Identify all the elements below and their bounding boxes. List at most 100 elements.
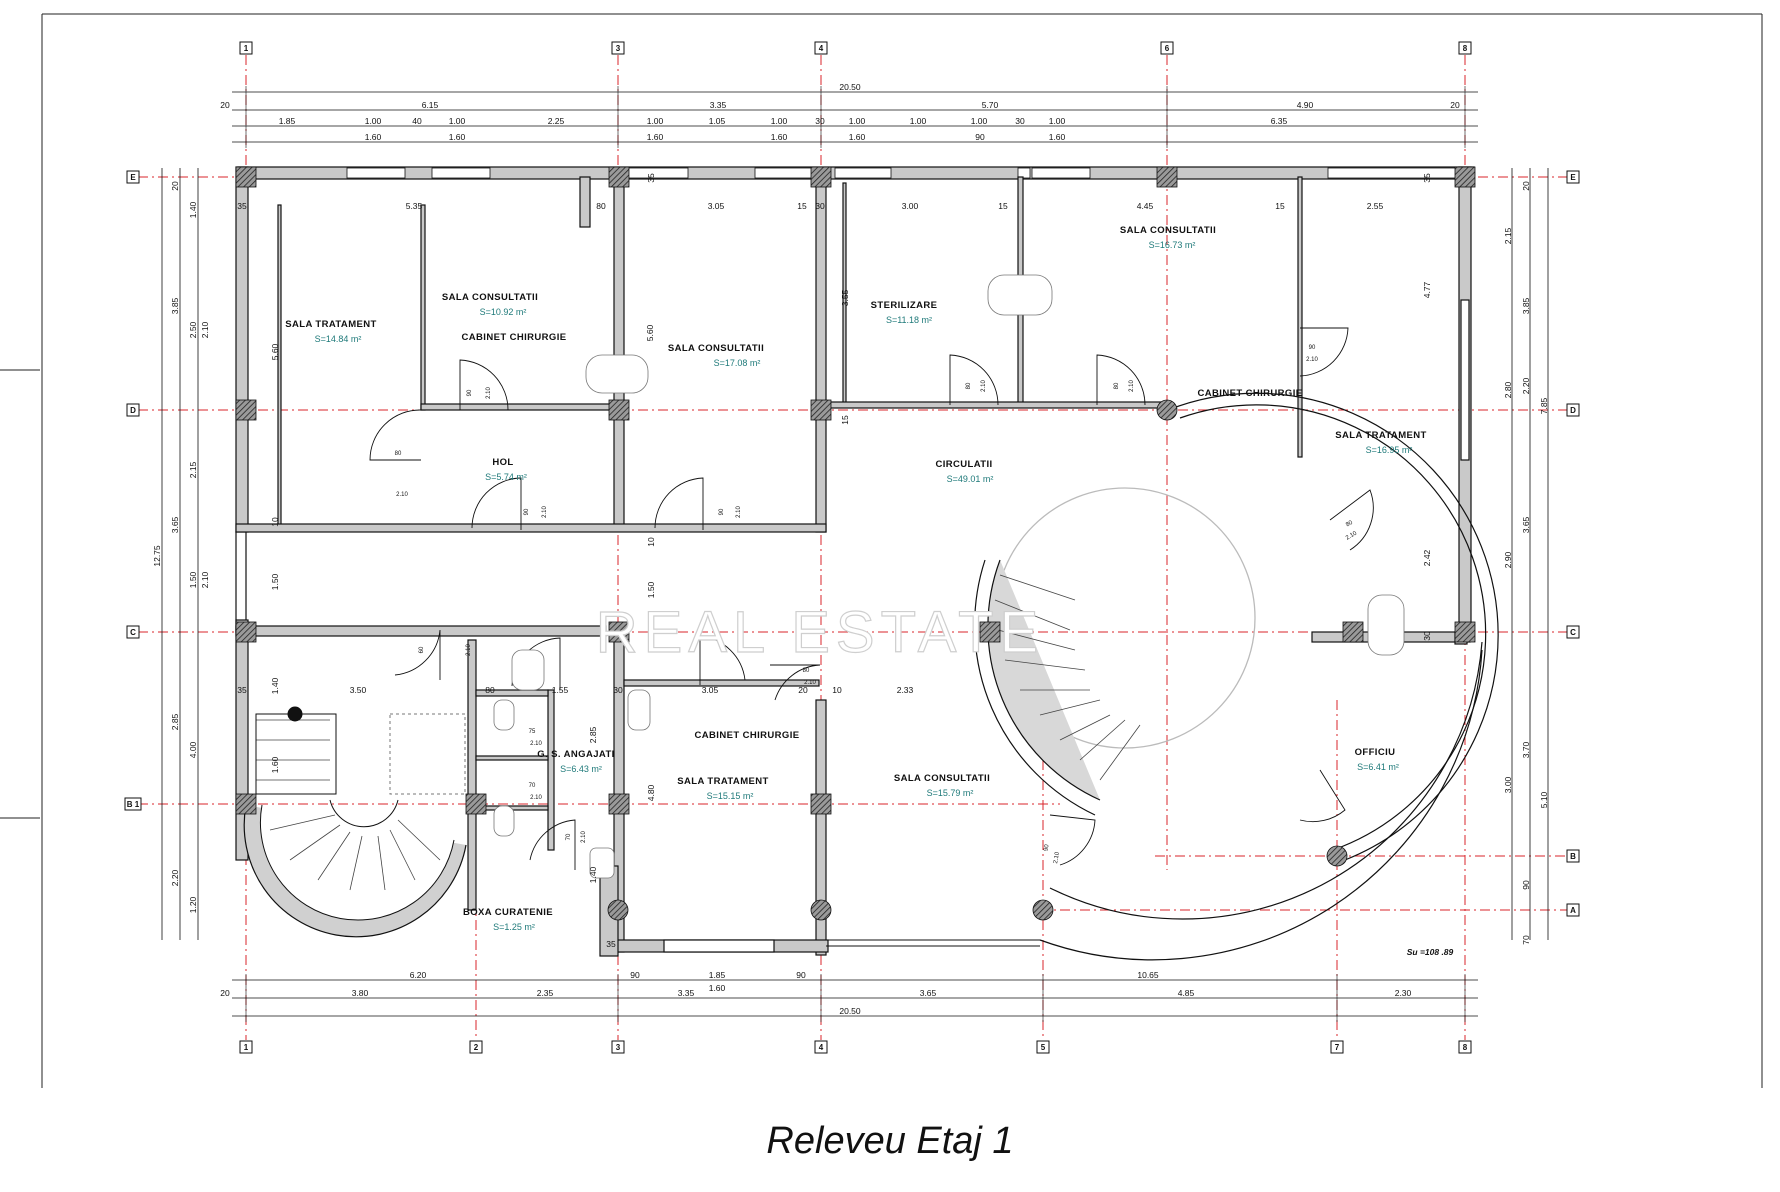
axis-marker-right: E D C B A (1566, 170, 1580, 917)
dim-text: 1.60 (1049, 132, 1066, 142)
dim-text: 3.65 (920, 988, 937, 998)
room-area: S=14.84 m² (315, 334, 362, 344)
dim-text: 90 (975, 132, 985, 142)
dim-text: 1.00 (771, 116, 788, 126)
dim-text: 3.35 (710, 100, 727, 110)
door-label: 80 (1345, 520, 1354, 529)
dim-text: 1.50 (188, 571, 198, 588)
dim-text: 1.60 (270, 756, 280, 773)
dims-left: 12.75 3.85 3.65 2.85 4.00 2.20 20 1.40 2… (152, 181, 210, 913)
axis-label: D (130, 406, 136, 415)
room-name: G. S. ANGAJATI (537, 749, 614, 760)
room-name: SALA TRATAMENT (285, 319, 376, 330)
dim-text: 1.55 (552, 685, 569, 695)
dims-top: 20.50 20 6.15 3.35 5.70 4.90 20 1.85 1.0… (220, 82, 1460, 142)
dim-text: 3.00 (902, 201, 919, 211)
dim-text: 3.85 (170, 297, 180, 314)
sheet-border (0, 13, 1763, 1088)
dim-text: 6.15 (422, 100, 439, 110)
room-area: S=10.92 m² (480, 307, 527, 317)
dim-text: 1.50 (270, 573, 280, 590)
dim-text: 5.70 (982, 100, 999, 110)
door-label: 2.10 (736, 506, 742, 518)
dim-text: 15 (797, 201, 807, 211)
axis-label: 4 (819, 1043, 824, 1052)
dim-text: 3.00 (1503, 776, 1513, 793)
door-label: 2.10 (804, 680, 816, 686)
dim-text: 1.00 (971, 116, 988, 126)
room-name: BOXA CURATENIE (463, 907, 553, 918)
room-area: S=15.15 m² (707, 791, 754, 801)
dim-text: 20 (1521, 181, 1531, 191)
door-label: 2.10 (466, 644, 472, 656)
room-name: SALA CONSULTATII (1120, 225, 1216, 236)
dim-text: 2.42 (1422, 549, 1432, 566)
room-area: S=1.25 m² (493, 922, 535, 932)
dim-text: 2.10 (200, 321, 210, 338)
room-name: CABINET CHIRURGIE (462, 332, 567, 343)
door-label: 80 (395, 451, 402, 457)
room-name: CABINET CHIRURGIE (1198, 388, 1303, 399)
dim-text: 3.70 (1521, 741, 1531, 758)
dim-text: 6.20 (410, 970, 427, 980)
dim-text: 1.00 (647, 116, 664, 126)
axis-label: 2 (474, 1043, 479, 1052)
left-stair (243, 706, 467, 938)
room-area: S=17.08 m² (714, 358, 761, 368)
dim-text: 3.80 (352, 988, 369, 998)
dim-text: 90 (1521, 880, 1531, 890)
columns (235, 166, 1476, 921)
dim-overall: 20.50 (839, 1006, 861, 1016)
dim-text: 2.50 (188, 321, 198, 338)
door-label: 80 (966, 382, 972, 389)
dim-text: 1.00 (1049, 116, 1066, 126)
dim-text: 2.85 (588, 726, 598, 743)
axis-marker-left: E D C B 1 (124, 170, 142, 811)
dims-bottom: 6.20 90 1.85 90 10.65 1.60 20 3.80 2.35 … (220, 970, 1411, 1016)
dim-text: 20 (1450, 100, 1460, 110)
dim-text: 1.60 (449, 132, 466, 142)
axis-marker-bottom: 1 2 3 4 5 7 8 (239, 1040, 1472, 1054)
dim-text: 3.05 (708, 201, 725, 211)
dim-text: 2.90 (1503, 551, 1513, 568)
dim-text: 35 (1422, 173, 1432, 183)
room-name: SALA TRATAMENT (677, 776, 768, 787)
dimension-lines (161, 86, 1549, 1022)
dim-text: 1.05 (709, 116, 726, 126)
dim-text: 1.50 (646, 581, 656, 598)
room-labels: SALA TRATAMENT S=14.84 m² SALA CONSULTAT… (285, 225, 1426, 932)
door-label: 60 (419, 646, 425, 653)
room-area: S=11.18 m² (886, 315, 932, 325)
dim-text: 10 (646, 537, 656, 547)
dim-text: 3.05 (702, 685, 719, 695)
axis-label: 8 (1463, 44, 1468, 53)
dim-text: 30 (815, 201, 825, 211)
room-area: S=5.74 m² (485, 472, 527, 482)
dim-text: 10 (270, 517, 280, 527)
dim-text: 3.65 (170, 516, 180, 533)
door-label: 90 (719, 508, 725, 515)
dim-text: 35 (237, 201, 247, 211)
axis-label: D (1570, 406, 1576, 415)
door-label: 80 (1114, 382, 1120, 389)
door-label: 2.10 (396, 492, 408, 498)
dim-text: 1.40 (188, 201, 198, 218)
door-labels: 90 2.10 80 2.10 90 2.10 90 2.10 80 2.10 … (395, 345, 1359, 864)
door-label: 2.10 (1306, 357, 1318, 363)
axis-label: 8 (1463, 1043, 1468, 1052)
dim-text: 1.60 (647, 132, 664, 142)
dim-text: 15 (998, 201, 1008, 211)
axis-label: 5 (1041, 1043, 1046, 1052)
axis-label: 6 (1165, 44, 1170, 53)
axis-label: C (1570, 628, 1576, 637)
dim-text: 90 (630, 970, 640, 980)
dim-text: 2.15 (1503, 227, 1513, 244)
dim-overall: 20.50 (839, 82, 861, 92)
dim-text: 20 (220, 100, 230, 110)
room-name: CIRCULATII (935, 459, 992, 470)
dim-text: 80 (485, 685, 495, 695)
door-label: 2.10 (530, 795, 542, 801)
interior-dims: 35 5.35 80 3.05 15 30 3.00 15 4.45 15 2.… (237, 173, 1432, 949)
dim-text: 2.85 (170, 713, 180, 730)
